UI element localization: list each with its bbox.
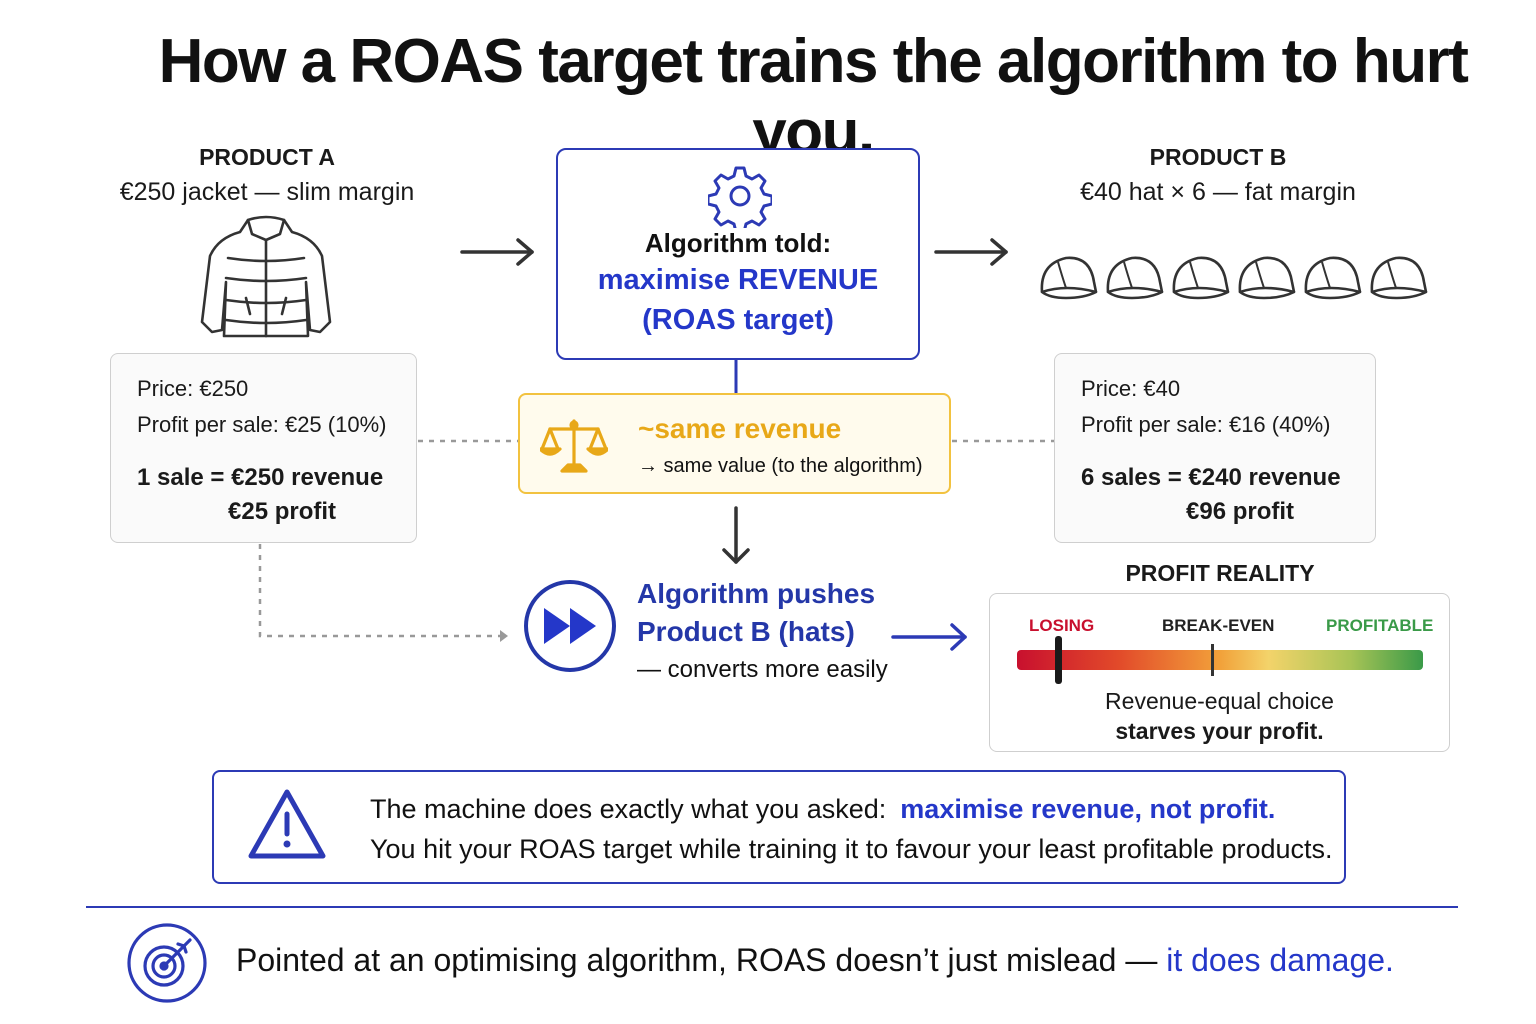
product-b-heading: PRODUCT B xyxy=(1149,144,1287,170)
algorithm-goal-line1: maximise REVENUE xyxy=(597,264,879,296)
footer-divider xyxy=(86,906,1458,908)
product-b-profit-per-sale: Profit per sale: €16 (40%) xyxy=(1081,412,1331,437)
product-a-card: Price: €250 Profit per sale: €25 (10%) 1… xyxy=(110,353,417,543)
reality-caption-line1: Revenue-equal choice xyxy=(1105,688,1334,714)
warning-line2: You hit your ROAS target while training … xyxy=(370,834,1333,864)
profit-reality-heading: PROFIT REALITY xyxy=(1125,560,1315,586)
jacket-icon xyxy=(200,215,332,338)
dashed-connector xyxy=(258,544,500,638)
arrow-right-icon xyxy=(460,238,534,266)
algorithm-goal-line2: (ROAS target) xyxy=(642,304,834,336)
footer-text: Pointed at an optimising algorithm, ROAS… xyxy=(236,942,1394,979)
page-title: How a ROAS target trains the algorithm t… xyxy=(158,27,1469,167)
footer-text-main: Pointed at an optimising algorithm, ROAS… xyxy=(236,942,1158,978)
same-revenue-box: ~same revenue → same value (to the algor… xyxy=(518,393,951,494)
product-b-price: Price: €40 xyxy=(1081,376,1181,401)
arrow-down-icon xyxy=(722,506,750,564)
product-b-card: Price: €40 Profit per sale: €16 (40%) 6 … xyxy=(1054,353,1376,543)
push-line2: Product B (hats) xyxy=(637,616,855,647)
arrow-right-icon xyxy=(934,238,1008,266)
profit-marker xyxy=(1054,636,1062,684)
same-revenue-title: ~same revenue xyxy=(638,413,842,444)
algorithm-box: Algorithm told: maximise REVENUE (ROAS t… xyxy=(556,148,920,360)
gear-icon xyxy=(708,166,772,228)
arrow-right-blue-icon xyxy=(891,623,967,651)
product-b-sales-line: 6 sales = €240 revenue xyxy=(1081,464,1341,491)
profit-reality-box: LOSING BREAK-EVEN PROFITABLE Revenue-equ… xyxy=(989,593,1450,752)
warning-line1-highlight: maximise revenue, not profit. xyxy=(900,794,1276,824)
break-even-label: BREAK-EVEN xyxy=(1162,616,1275,635)
warning-box: The machine does exactly what you asked:… xyxy=(212,770,1346,884)
product-b-profit-line: €96 profit xyxy=(1186,498,1295,525)
product-a-price: Price: €250 xyxy=(137,376,249,401)
product-a-profit-line: €25 profit xyxy=(228,498,337,525)
warning-line1-text: The machine does exactly what you asked: xyxy=(370,794,887,824)
product-b-subtitle: €40 hat × 6 — fat margin xyxy=(1080,178,1356,206)
product-a-sales-line: 1 sale = €250 revenue xyxy=(137,464,384,491)
reality-caption-line2: starves your profit. xyxy=(1115,718,1324,744)
target-icon xyxy=(127,923,207,1003)
push-line3: — converts more easily xyxy=(637,656,888,683)
push-line1: Algorithm pushes xyxy=(637,578,876,609)
product-a-subtitle: €250 jacket — slim margin xyxy=(119,178,415,206)
footer-text-highlight: it does damage. xyxy=(1166,942,1394,978)
warning-triangle-icon xyxy=(248,789,326,859)
algorithm-told-label: Algorithm told: xyxy=(644,228,832,258)
fast-forward-icon xyxy=(524,580,616,672)
product-a-profit-per-sale: Profit per sale: €25 (10%) xyxy=(137,412,387,437)
profit-scale-bar xyxy=(1017,636,1423,684)
break-even-tick xyxy=(1210,644,1214,676)
balance-scale-icon xyxy=(540,419,608,473)
dashed-arrowhead xyxy=(500,630,508,642)
product-a-heading: PRODUCT A xyxy=(199,144,335,170)
warning-line1: The machine does exactly what you asked:… xyxy=(370,794,1275,825)
losing-label: LOSING xyxy=(1029,616,1095,635)
profitable-label: PROFITABLE xyxy=(1326,616,1434,635)
same-revenue-subtitle: → same value (to the algorithm) xyxy=(638,455,923,477)
